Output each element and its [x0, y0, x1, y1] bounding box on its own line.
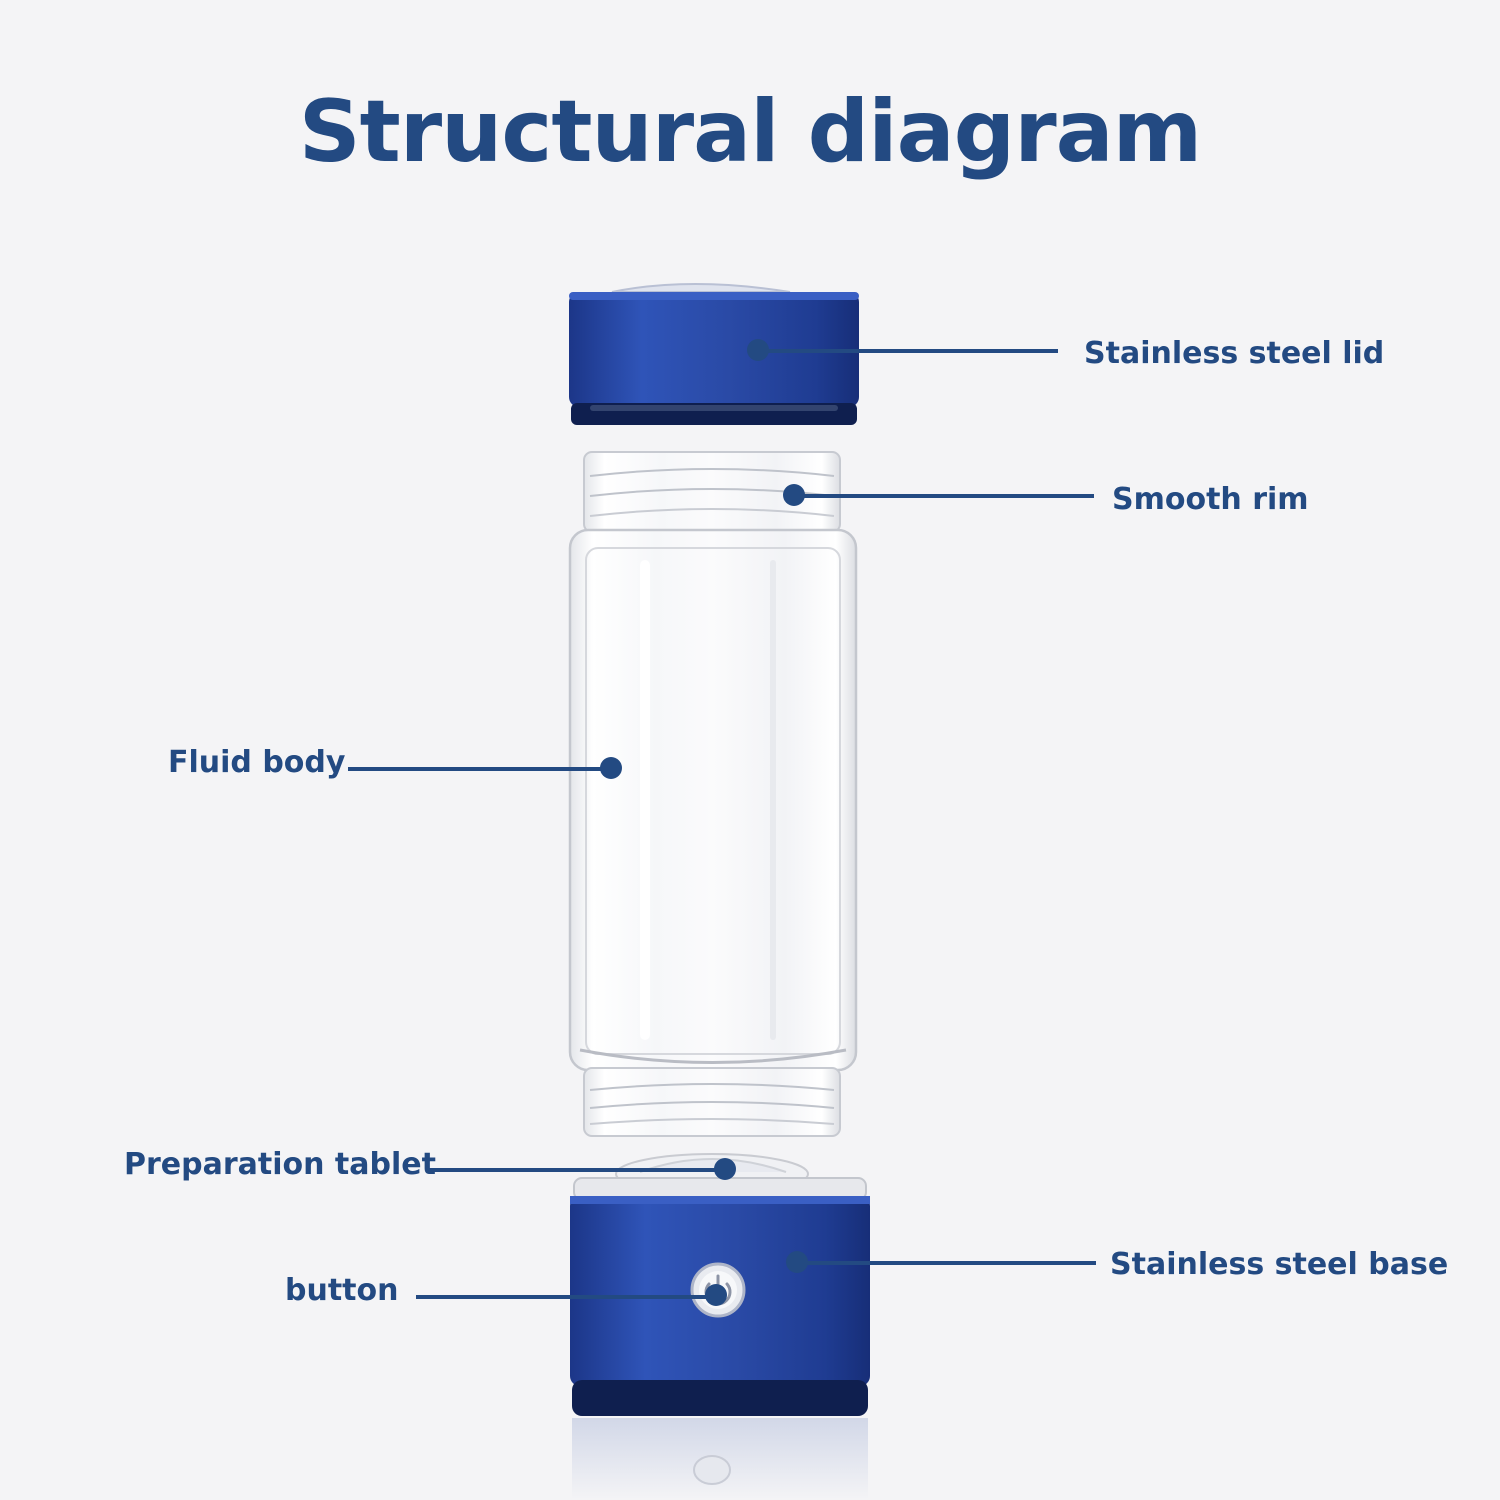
label-smooth-rim: Smooth rim: [1112, 482, 1309, 517]
leader-fluid: [348, 757, 622, 779]
leader-button: [416, 1284, 727, 1306]
lid-part: [569, 283, 859, 425]
page-title: Structural diagram: [298, 82, 1203, 182]
label-preparation-tablet: Preparation tablet: [124, 1147, 436, 1182]
base-part: [570, 1153, 870, 1500]
label-fluid-body: Fluid body: [168, 745, 346, 780]
leader-rim: [783, 484, 1094, 506]
label-button: button: [285, 1273, 399, 1308]
leader-tablet: [426, 1158, 736, 1180]
leader-lid: [747, 339, 1058, 361]
leader-base: [786, 1251, 1096, 1273]
glass-body-part: [568, 451, 858, 1137]
label-stainless-steel-lid: Stainless steel lid: [1084, 336, 1385, 371]
label-stainless-steel-base: Stainless steel base: [1110, 1247, 1449, 1282]
